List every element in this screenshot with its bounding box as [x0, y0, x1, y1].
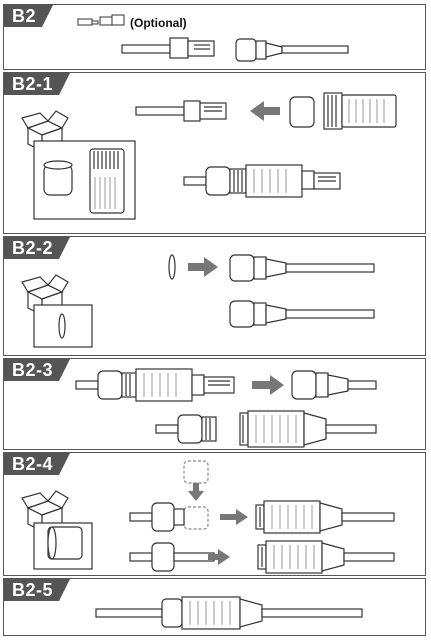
step-b2-3-panel: B2-3 — [3, 358, 426, 450]
b2-1-illustration — [21, 92, 397, 220]
b2-5-illustration — [95, 596, 363, 630]
arrow-right-icon — [208, 549, 230, 565]
open-box-icon — [21, 490, 69, 532]
nut-and-sleeve — [289, 92, 397, 130]
arrow-right-icon — [188, 257, 218, 277]
camera-connector — [235, 38, 349, 62]
cable-with-plug-1 — [135, 100, 227, 122]
camera-connector-2b — [229, 300, 375, 328]
arrow-down-icon — [188, 483, 204, 501]
step-b2-4-panel: B2-4 — [3, 452, 426, 576]
camera-connector-2a — [229, 254, 375, 282]
arrow-right-icon — [252, 375, 284, 395]
step-b2-1-label: B2-1 — [4, 73, 71, 95]
cable-assembly-3 — [75, 368, 235, 402]
b2-3-illustration — [75, 368, 377, 448]
final-assembly — [95, 596, 363, 630]
step-b2-5-panel: B2-5 — [3, 578, 426, 636]
camera-connector-4b — [257, 540, 395, 574]
arrow-left-icon — [250, 101, 280, 121]
cable-assembly-4a — [129, 502, 185, 532]
step-b2-panel: B2 (Optional) — [3, 4, 426, 70]
assembled-connector-3 — [155, 410, 377, 448]
step-b2-1-panel: B2-1 — [3, 72, 426, 234]
cable-with-plug — [121, 37, 215, 59]
camera-connector-4a — [255, 500, 395, 534]
step-b2-label: B2 — [4, 5, 54, 27]
step-b2-4-label: B2-4 — [4, 453, 71, 475]
b2-4-illustration — [21, 460, 395, 574]
cap-box — [33, 522, 93, 570]
b2-2-illustration — [21, 254, 375, 348]
ring-box — [33, 304, 93, 348]
optional-label: (Optional) — [130, 16, 187, 30]
arrow-right-icon — [220, 509, 248, 525]
rubber-ring — [168, 254, 176, 280]
cable-assembly-4b — [129, 542, 215, 572]
step-b2-2-label: B2-2 — [4, 237, 71, 259]
camera-connector-3 — [291, 370, 377, 400]
parts-box — [33, 140, 136, 220]
step-b2-2-panel: B2-2 — [3, 236, 426, 356]
small-connector-icon — [77, 14, 125, 26]
step-b2-5-label: B2-5 — [4, 579, 71, 601]
b2-illustration — [77, 14, 349, 62]
step-b2-3-label: B2-3 — [4, 359, 71, 381]
assembled-connector-1 — [183, 164, 341, 198]
